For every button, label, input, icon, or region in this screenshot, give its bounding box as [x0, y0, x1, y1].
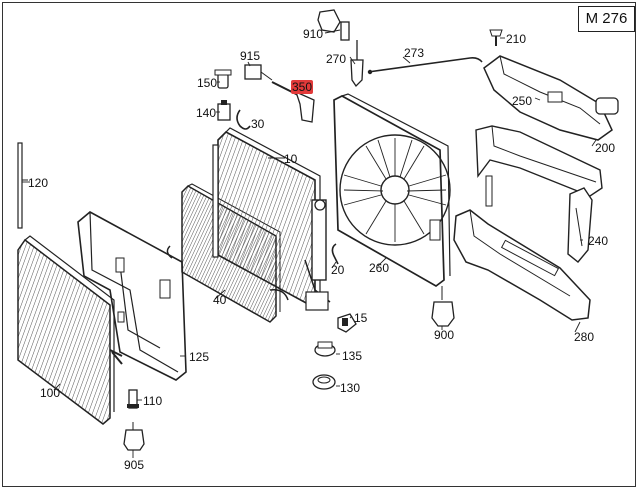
screw-part[interactable] — [489, 29, 503, 46]
callout-273[interactable]: 273 — [404, 46, 425, 60]
callout-120[interactable]: 120 — [28, 176, 49, 190]
callout-140[interactable]: 140 — [196, 106, 217, 120]
callout-10[interactable]: 10 — [284, 152, 298, 166]
connector-910-part[interactable] — [317, 9, 341, 33]
callout-100[interactable]: 100 — [40, 386, 61, 400]
hose-clamp-part[interactable] — [236, 109, 251, 130]
callout-350[interactable]: 350 — [291, 80, 314, 94]
rubber-mount-part[interactable] — [214, 69, 232, 89]
fan-shroud-part[interactable] — [333, 93, 451, 288]
leader-lines — [22, 29, 597, 458]
callout-250[interactable]: 250 — [512, 94, 533, 108]
radiator-frame-part[interactable] — [77, 211, 187, 381]
callout-40[interactable]: 40 — [213, 293, 227, 307]
clamp-20-part[interactable] — [331, 243, 339, 265]
callout-280[interactable]: 280 — [574, 330, 595, 344]
callout-210[interactable]: 210 — [506, 32, 527, 46]
diagram-frame — [2, 2, 636, 487]
cap-130-part[interactable] — [312, 374, 336, 390]
connector-905-part[interactable] — [123, 422, 145, 451]
air-guide-200-part[interactable] — [475, 125, 603, 207]
temperature-sensor-part[interactable] — [340, 21, 364, 88]
callout-270[interactable]: 270 — [326, 52, 347, 66]
condenser-part[interactable] — [17, 235, 123, 425]
callout-150[interactable]: 150 — [197, 76, 218, 90]
seal-strip-part[interactable] — [17, 142, 28, 229]
lower-duct-280-part[interactable] — [453, 209, 591, 321]
engine-model-label: M 276 — [578, 6, 635, 32]
callout-130[interactable]: 130 — [340, 381, 361, 395]
callout-110[interactable]: 110 — [143, 394, 163, 408]
callout-135[interactable]: 135 — [342, 349, 363, 363]
side-duct-240-part[interactable] — [567, 187, 593, 263]
callout-15[interactable]: 15 — [354, 311, 368, 325]
connector-900-part[interactable] — [431, 286, 455, 327]
clip-part[interactable] — [217, 100, 231, 121]
callout-900[interactable]: 900 — [434, 328, 455, 342]
callout-260[interactable]: 260 — [369, 261, 390, 275]
callout-915[interactable]: 915 — [240, 49, 261, 63]
cap-135-part[interactable] — [314, 341, 336, 357]
callout-905[interactable]: 905 — [124, 458, 145, 472]
cable-part[interactable] — [367, 57, 483, 75]
pressure-switch-part[interactable] — [127, 389, 139, 409]
callout-240[interactable]: 240 — [588, 234, 609, 248]
callout-200[interactable]: 200 — [595, 141, 616, 155]
radiator-part[interactable] — [212, 127, 331, 311]
callout-125[interactable]: 125 — [189, 350, 210, 364]
air-duct-250-part[interactable] — [483, 55, 619, 141]
connector-915-part[interactable] — [244, 64, 273, 81]
callout-30[interactable]: 30 — [251, 117, 265, 131]
callout-20[interactable]: 20 — [331, 263, 345, 277]
callout-910[interactable]: 910 — [303, 27, 324, 41]
drain-plug-part[interactable] — [337, 313, 357, 333]
